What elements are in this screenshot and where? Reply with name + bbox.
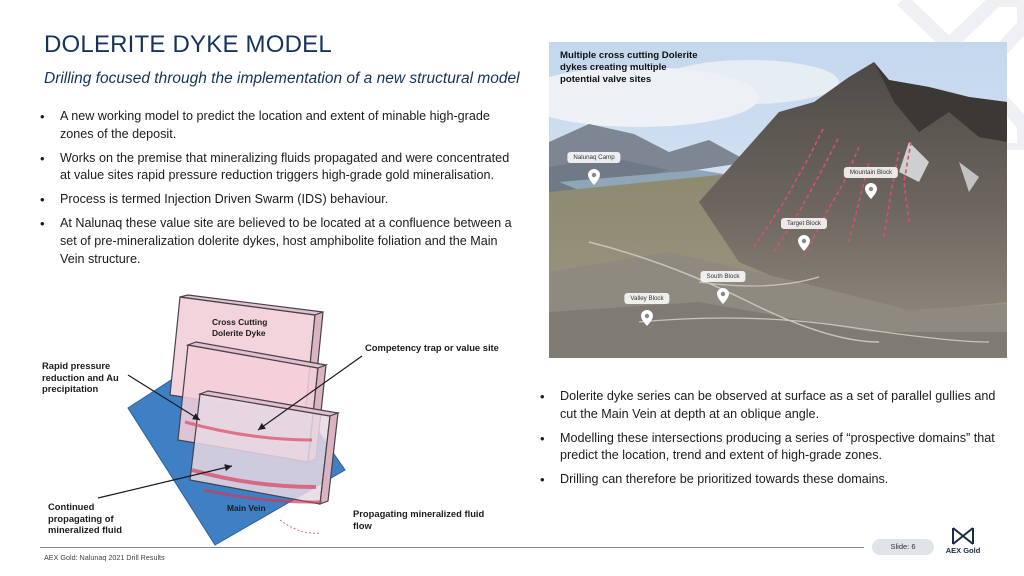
- map-pin-icon: [865, 183, 877, 199]
- bullet-item: Works on the premise that mineralizing f…: [40, 150, 520, 186]
- pin-label: South Block: [700, 271, 746, 282]
- slide-number-badge: Slide: 6: [872, 539, 934, 555]
- dyke-diagram-graphic: [97, 294, 363, 546]
- map-pin-icon: [798, 235, 810, 251]
- right-bullet-list: Dolerite dyke series can be observed at …: [540, 388, 1010, 495]
- logo-text: AEX Gold: [945, 546, 981, 555]
- bullet-item: Drilling can therefore be prioritized to…: [540, 471, 1010, 489]
- label-main-vein: Main Vein: [227, 503, 266, 513]
- map-pin-icon: [588, 169, 600, 185]
- label-competency-trap: Competency trap or value site: [365, 342, 499, 353]
- label-propagating-flow: Propagating mineralized fluid flow: [353, 508, 485, 531]
- label-cross-cutting-dyke: Cross Cutting Dolerite Dyke: [212, 317, 268, 338]
- photo-caption: Multiple cross cutting Dolerite dykes cr…: [560, 50, 698, 85]
- footer-divider: [40, 547, 864, 548]
- pin-label: Mountain Block: [843, 167, 899, 178]
- bullet-item: At Nalunaq these value site are believed…: [40, 215, 520, 268]
- label-continued-propagating: Continued propagating of mineralized flu…: [48, 501, 122, 535]
- company-logo: AEX Gold: [943, 527, 983, 555]
- map-pin-icon: [717, 288, 729, 304]
- bullet-item: Process is termed Injection Driven Swarm…: [40, 191, 520, 209]
- bullet-item: Dolerite dyke series can be observed at …: [540, 388, 1010, 424]
- page-subtitle: Drilling focused through the implementat…: [44, 70, 520, 87]
- bullet-item: A new working model to predict the locat…: [40, 108, 520, 144]
- pin-label: Nalunaq Camp: [567, 152, 621, 163]
- page-title: DOLERITE DYKE MODEL: [44, 31, 332, 58]
- left-bullet-list: A new working model to predict the locat…: [40, 108, 520, 274]
- bullet-item: Modelling these intersections producing …: [540, 430, 1010, 466]
- dyke-model-diagram: Cross Cutting Dolerite Dyke Rapid pressu…: [0, 290, 520, 555]
- aerial-mountain-photo: Multiple cross cutting Dolerite dykes cr…: [549, 42, 1007, 358]
- label-rapid-pressure: Rapid pressure reduction and Au precipit…: [42, 360, 119, 394]
- logo-icon: [952, 527, 974, 545]
- footer-text: AEX Gold: Nalunaq 2021 Drill Results: [44, 553, 165, 562]
- pin-label: Target Block: [780, 218, 828, 229]
- pin-label: Valley Block: [624, 293, 670, 304]
- map-pin-icon: [641, 310, 653, 326]
